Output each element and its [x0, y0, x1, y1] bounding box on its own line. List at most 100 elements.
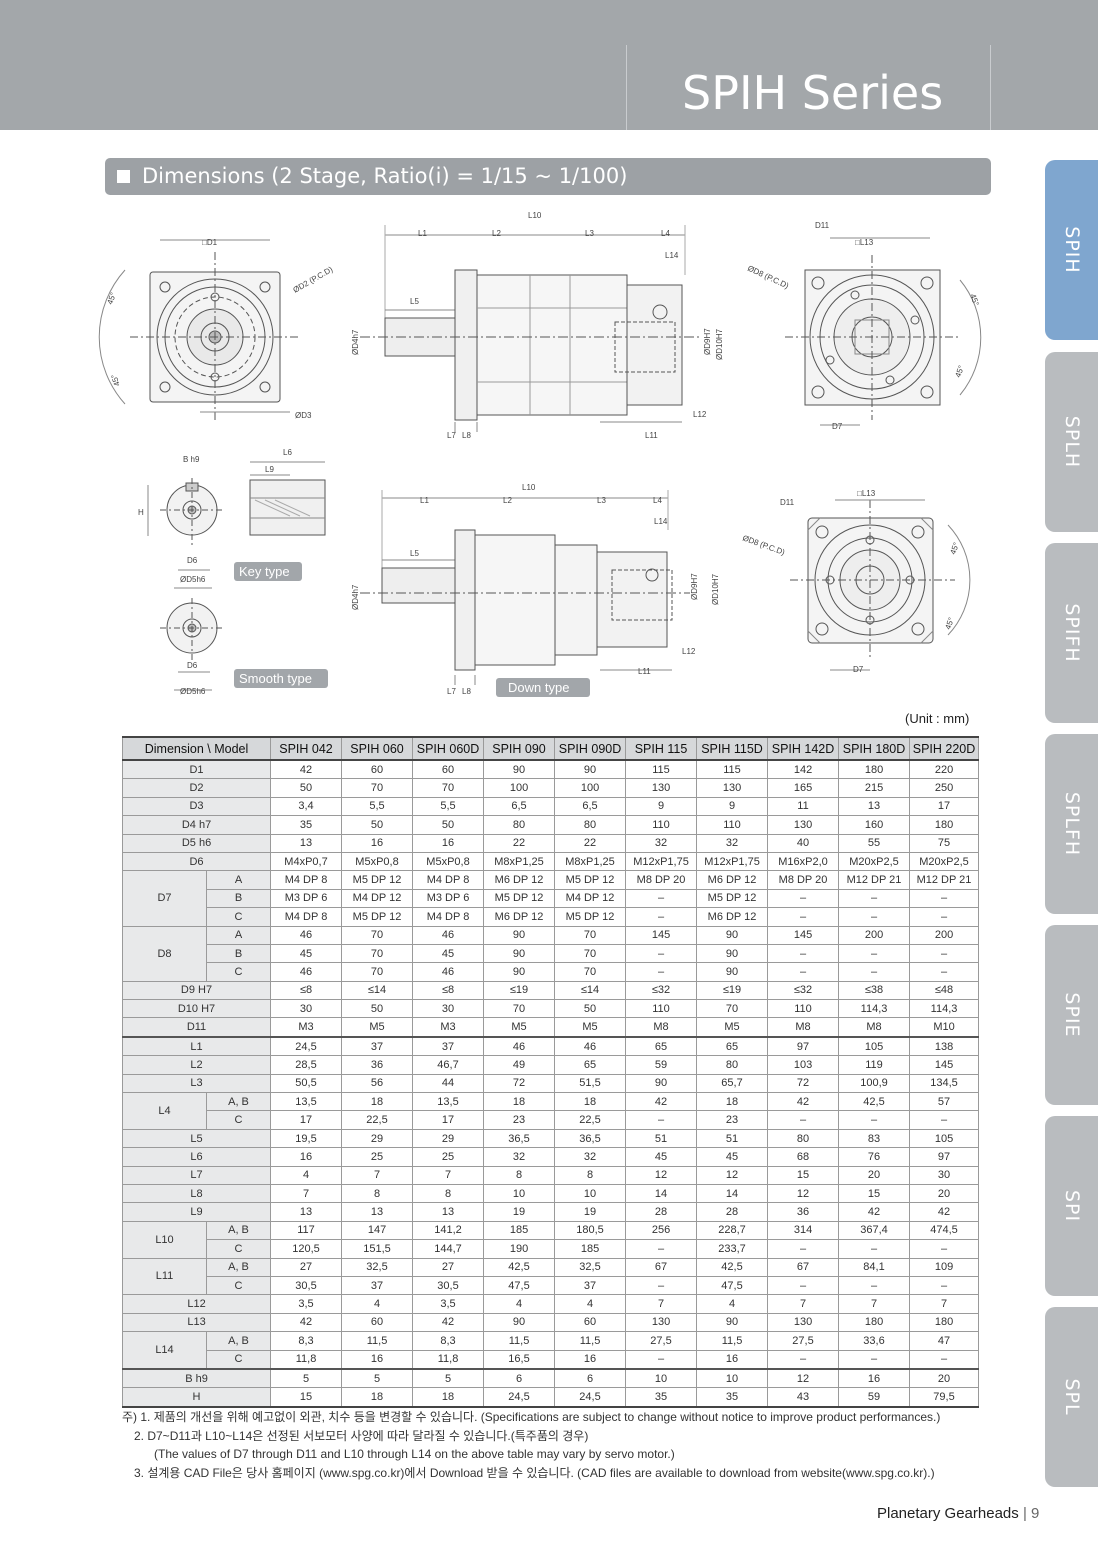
side-tab-spl[interactable]: SPL	[1045, 1307, 1098, 1487]
table-cell: 9	[696, 796, 769, 817]
section-header: Dimensions (2 Stage, Ratio(i) = 1/15 ~ 1…	[105, 158, 991, 195]
table-cell: 5	[412, 1367, 485, 1389]
header-divider	[626, 45, 627, 130]
table-cell: 55	[838, 833, 911, 853]
tag-down-type-label: Down type	[508, 680, 569, 695]
row-sub-label: A, B	[205, 1331, 272, 1351]
table-cell: –	[838, 907, 911, 927]
row-label: L6	[121, 1147, 272, 1167]
table-cell: 30,5	[412, 1275, 485, 1296]
table-cell: –	[909, 1275, 980, 1296]
table-cell: 22,5	[554, 1110, 627, 1130]
label-l5: L5	[410, 549, 419, 558]
table-cell: 18	[341, 1387, 414, 1408]
label-d10: ØD10H7	[715, 328, 724, 360]
table-cell: 50	[341, 815, 414, 835]
table-cell: 147	[341, 1220, 414, 1241]
label-l9: L9	[265, 465, 274, 474]
side-tab-splfh[interactable]: SPLFH	[1045, 734, 1098, 914]
row-sub-label: C	[205, 1110, 272, 1130]
table-cell: 220	[909, 759, 980, 780]
label-l13: □L13	[857, 489, 876, 498]
table-cell: 120,5	[270, 1239, 343, 1259]
table-cell: 37	[341, 1035, 414, 1057]
label-d9: ØD9H7	[703, 328, 712, 355]
table-cell: 12	[767, 1367, 840, 1389]
side-tab-spi[interactable]: SPI	[1045, 1116, 1098, 1296]
table-cell: 180,5	[554, 1220, 627, 1241]
table-cell: 12	[767, 1183, 840, 1204]
row-group-label: D8	[122, 925, 207, 982]
table-cell: 19	[483, 1202, 556, 1222]
side-tab-spih[interactable]: SPIH	[1045, 160, 1098, 340]
table-cell: 45	[696, 1147, 769, 1167]
side-view-drawing	[360, 225, 700, 432]
table-cell: –	[625, 1349, 698, 1370]
table-cell: 83	[838, 1128, 911, 1149]
side-tab-spie[interactable]: SPIE	[1045, 925, 1098, 1105]
table-cell: 151,5	[341, 1239, 414, 1259]
label-d8: ØD8 (P.C.D)	[741, 533, 786, 557]
table-cell: 7	[270, 1183, 343, 1204]
table-cell: 45	[270, 943, 343, 964]
row-label: D10 H7	[121, 999, 272, 1019]
table-cell: 5,5	[412, 796, 485, 817]
table-cell: 35	[696, 1387, 769, 1408]
table-cell: M6 DP 12	[483, 870, 556, 890]
table-cell: 32	[483, 1147, 556, 1167]
table-cell: 13	[341, 1202, 414, 1222]
table-cell: 80	[767, 1128, 840, 1149]
side-tab-spifh[interactable]: SPIFH	[1045, 543, 1098, 723]
table-cell: 27,5	[625, 1331, 698, 1351]
table-cell: 233,7	[696, 1239, 769, 1259]
table-cell: 65	[625, 1035, 698, 1057]
table-cell: 42	[625, 1092, 698, 1112]
label-l3: L3	[585, 229, 594, 238]
down-type-side-drawing	[360, 490, 690, 685]
label-d6: D6	[187, 556, 198, 565]
table-cell: 5,5	[341, 796, 414, 817]
table-cell: 7	[909, 1294, 980, 1314]
table-cell: M3	[270, 1017, 343, 1038]
table-cell: 90	[483, 962, 556, 982]
table-cell: 70	[696, 999, 769, 1019]
label-d8: ØD8 (P.C.D)	[746, 264, 790, 291]
row-sub-label: A, B	[205, 1092, 272, 1112]
row-group-label: L14	[122, 1331, 207, 1370]
label-l4: L4	[653, 496, 662, 505]
table-cell: 90	[625, 1073, 698, 1094]
table-cell: 13,5	[412, 1092, 485, 1112]
table-cell: 12	[696, 1165, 769, 1185]
notes: 주) 1. 제품의 개선을 위해 예고없이 외관, 치수 등을 변경할 수 있습…	[122, 1408, 940, 1482]
table-cell: 7	[625, 1294, 698, 1314]
down-type-rear-drawing	[790, 499, 971, 671]
table-cell: –	[838, 1110, 911, 1130]
side-tab-splh[interactable]: SPLH	[1045, 352, 1098, 532]
row-label: D3	[121, 796, 272, 817]
table-cell: 59	[838, 1387, 911, 1408]
label-l13: □L13	[855, 238, 874, 247]
table-header-model: SPIH 090D	[554, 736, 627, 761]
table-header-model: SPIH 115	[625, 736, 698, 761]
table-cell: 215	[838, 778, 911, 798]
row-sub-label: A	[205, 870, 272, 890]
table-cell: 46	[270, 962, 343, 982]
table-cell: 367,4	[838, 1220, 911, 1241]
footer-text: Planetary Gearheads	[877, 1505, 1019, 1522]
table-cell: 117	[270, 1220, 343, 1241]
table-cell: 134,5	[909, 1073, 980, 1094]
label-d4: ØD4h7	[351, 584, 360, 610]
table-cell: ≤14	[554, 980, 627, 1001]
table-cell: 18	[483, 1092, 556, 1112]
table-cell: 22	[554, 833, 627, 853]
table-cell: 6,5	[554, 796, 627, 817]
table-cell: M20xP2,5	[909, 851, 980, 872]
